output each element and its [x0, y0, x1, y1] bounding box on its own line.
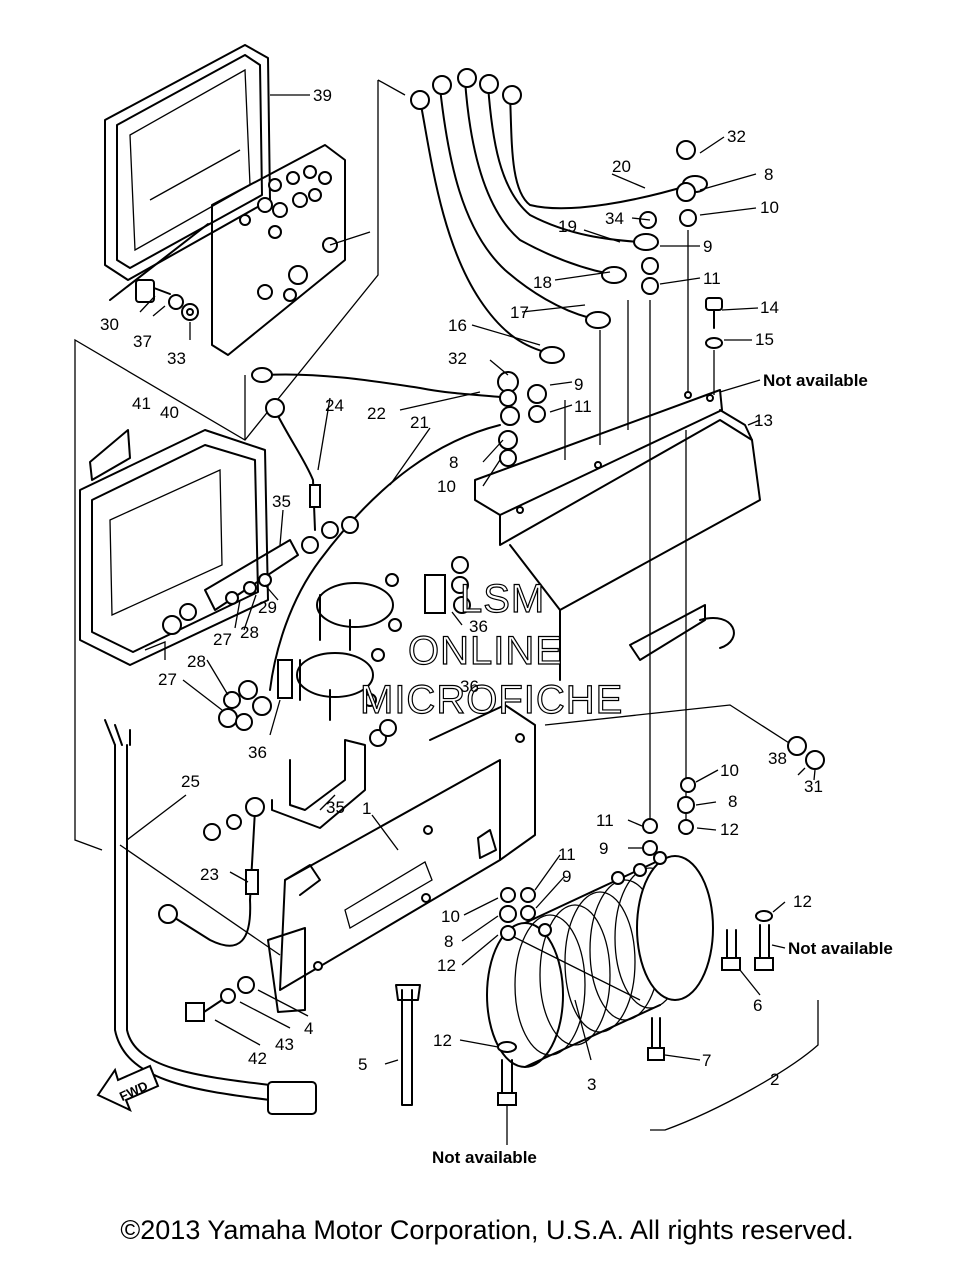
battery-cable-bundle: [410, 68, 708, 364]
callout-33: 33: [167, 349, 186, 368]
relay-bracket-lower: [271, 719, 397, 829]
callout-11b: 11: [574, 397, 592, 416]
leader-lines: [126, 94, 819, 1145]
bracket-bolt-4: [185, 927, 306, 1022]
copyright-notice: ©2013 Yamaha Motor Corporation, U.S.A. A…: [120, 1215, 854, 1245]
callout-20: 20: [612, 157, 631, 176]
not-available-labels: Not available Not available Not availabl…: [432, 371, 893, 1167]
callout-36c: 36: [248, 743, 267, 762]
callout-36: 36: [469, 617, 488, 636]
callout-29: 29: [258, 598, 277, 617]
callout-24: 24: [325, 396, 344, 415]
relay-wires: [251, 367, 547, 691]
callout-35b: 35: [326, 798, 345, 817]
callout-42: 42: [248, 1049, 267, 1068]
wire-harness: [104, 719, 317, 1115]
callout-18: 18: [533, 273, 552, 292]
callout-16: 16: [448, 316, 467, 335]
callout-13: 13: [754, 411, 773, 430]
callout-25: 25: [181, 772, 200, 791]
mounting-bracket: [474, 389, 761, 681]
callout-32: 32: [727, 127, 746, 146]
callout-7: 7: [702, 1051, 711, 1070]
terminal-hardware: [564, 140, 723, 820]
callout-27b: 27: [158, 670, 177, 689]
callout-9b: 9: [574, 375, 583, 394]
callout-10: 10: [760, 198, 779, 217]
callout-10c: 10: [720, 761, 739, 780]
callout-8c: 8: [728, 792, 737, 811]
callout-3: 3: [587, 1075, 596, 1094]
callout-28b: 28: [187, 652, 206, 671]
callout-9d: 9: [562, 867, 571, 886]
callout-11d: 11: [558, 845, 576, 864]
callout-12b: 12: [793, 892, 812, 911]
callout-43: 43: [275, 1035, 294, 1054]
watermark-line-2: ONLINE: [408, 629, 563, 673]
callout-36b: 36: [460, 677, 479, 696]
callout-2: 2: [770, 1070, 779, 1089]
forward-arrow-icon: FWD: [96, 1064, 160, 1112]
callout-19: 19: [558, 217, 577, 236]
coil-resistor: [486, 851, 714, 1068]
callout-6: 6: [753, 996, 762, 1015]
watermark-line-3: MICROFICHE: [360, 678, 623, 722]
callout-9c: 9: [599, 839, 608, 858]
callout-30: 30: [100, 315, 119, 334]
callout-11: 11: [703, 269, 721, 288]
callout-9: 9: [703, 237, 712, 256]
callout-12: 12: [720, 820, 739, 839]
callout-38: 38: [768, 749, 787, 768]
callout-41: 41: [132, 394, 151, 413]
callout-8b: 8: [449, 453, 458, 472]
electrical-box: [79, 429, 269, 666]
callout-27: 27: [213, 630, 232, 649]
not-available-label-3: Not available: [432, 1148, 537, 1167]
callout-14: 14: [760, 298, 779, 317]
callout-11c: 11: [596, 811, 614, 830]
callout-10d: 10: [441, 907, 460, 926]
callout-28: 28: [240, 623, 259, 642]
panel-bolt-group: [135, 279, 199, 321]
callout-21: 21: [410, 413, 429, 432]
callout-40: 40: [160, 403, 179, 422]
nut-38-31: [787, 736, 825, 770]
watermark: LSM ONLINE MICROFICHE: [359, 576, 623, 722]
watermark-line-1: LSM: [460, 577, 545, 621]
callout-32b: 32: [448, 349, 467, 368]
base-plate: [279, 704, 536, 991]
starter-relays: [277, 556, 471, 721]
callout-17: 17: [510, 303, 529, 322]
callout-31: 31: [804, 777, 823, 796]
callout-12d: 12: [433, 1031, 452, 1050]
callout-4: 4: [304, 1019, 313, 1038]
callout-labels: 39 32 20 8 10 34 19 9 18 11 14 17 15 16 …: [100, 86, 823, 1094]
callout-8d: 8: [444, 932, 453, 951]
not-available-label-2: Not available: [788, 939, 893, 958]
callout-37: 37: [133, 332, 152, 351]
clamp-bracket: [544, 604, 801, 751]
callout-8: 8: [764, 165, 773, 184]
callout-12c: 12: [437, 956, 456, 975]
callout-22: 22: [367, 404, 386, 423]
callout-10b: 10: [437, 477, 456, 496]
callout-23: 23: [200, 865, 219, 884]
callout-1: 1: [362, 799, 371, 818]
reference-lines: [74, 79, 406, 956]
nut-washer-cluster: [218, 680, 272, 731]
ground-cable: [158, 797, 265, 947]
callout-39: 39: [313, 86, 332, 105]
band-strap: [395, 984, 421, 1106]
panel-board: [109, 144, 371, 356]
screw-hardware-lower: [497, 777, 774, 1140]
callout-5: 5: [358, 1055, 367, 1074]
meter-panel-cover: [104, 44, 271, 281]
relay-bracket-upper: [162, 516, 359, 635]
callout-15: 15: [755, 330, 774, 349]
callout-35: 35: [272, 492, 291, 511]
callout-34: 34: [605, 209, 624, 228]
not-available-label-1: Not available: [763, 371, 868, 390]
